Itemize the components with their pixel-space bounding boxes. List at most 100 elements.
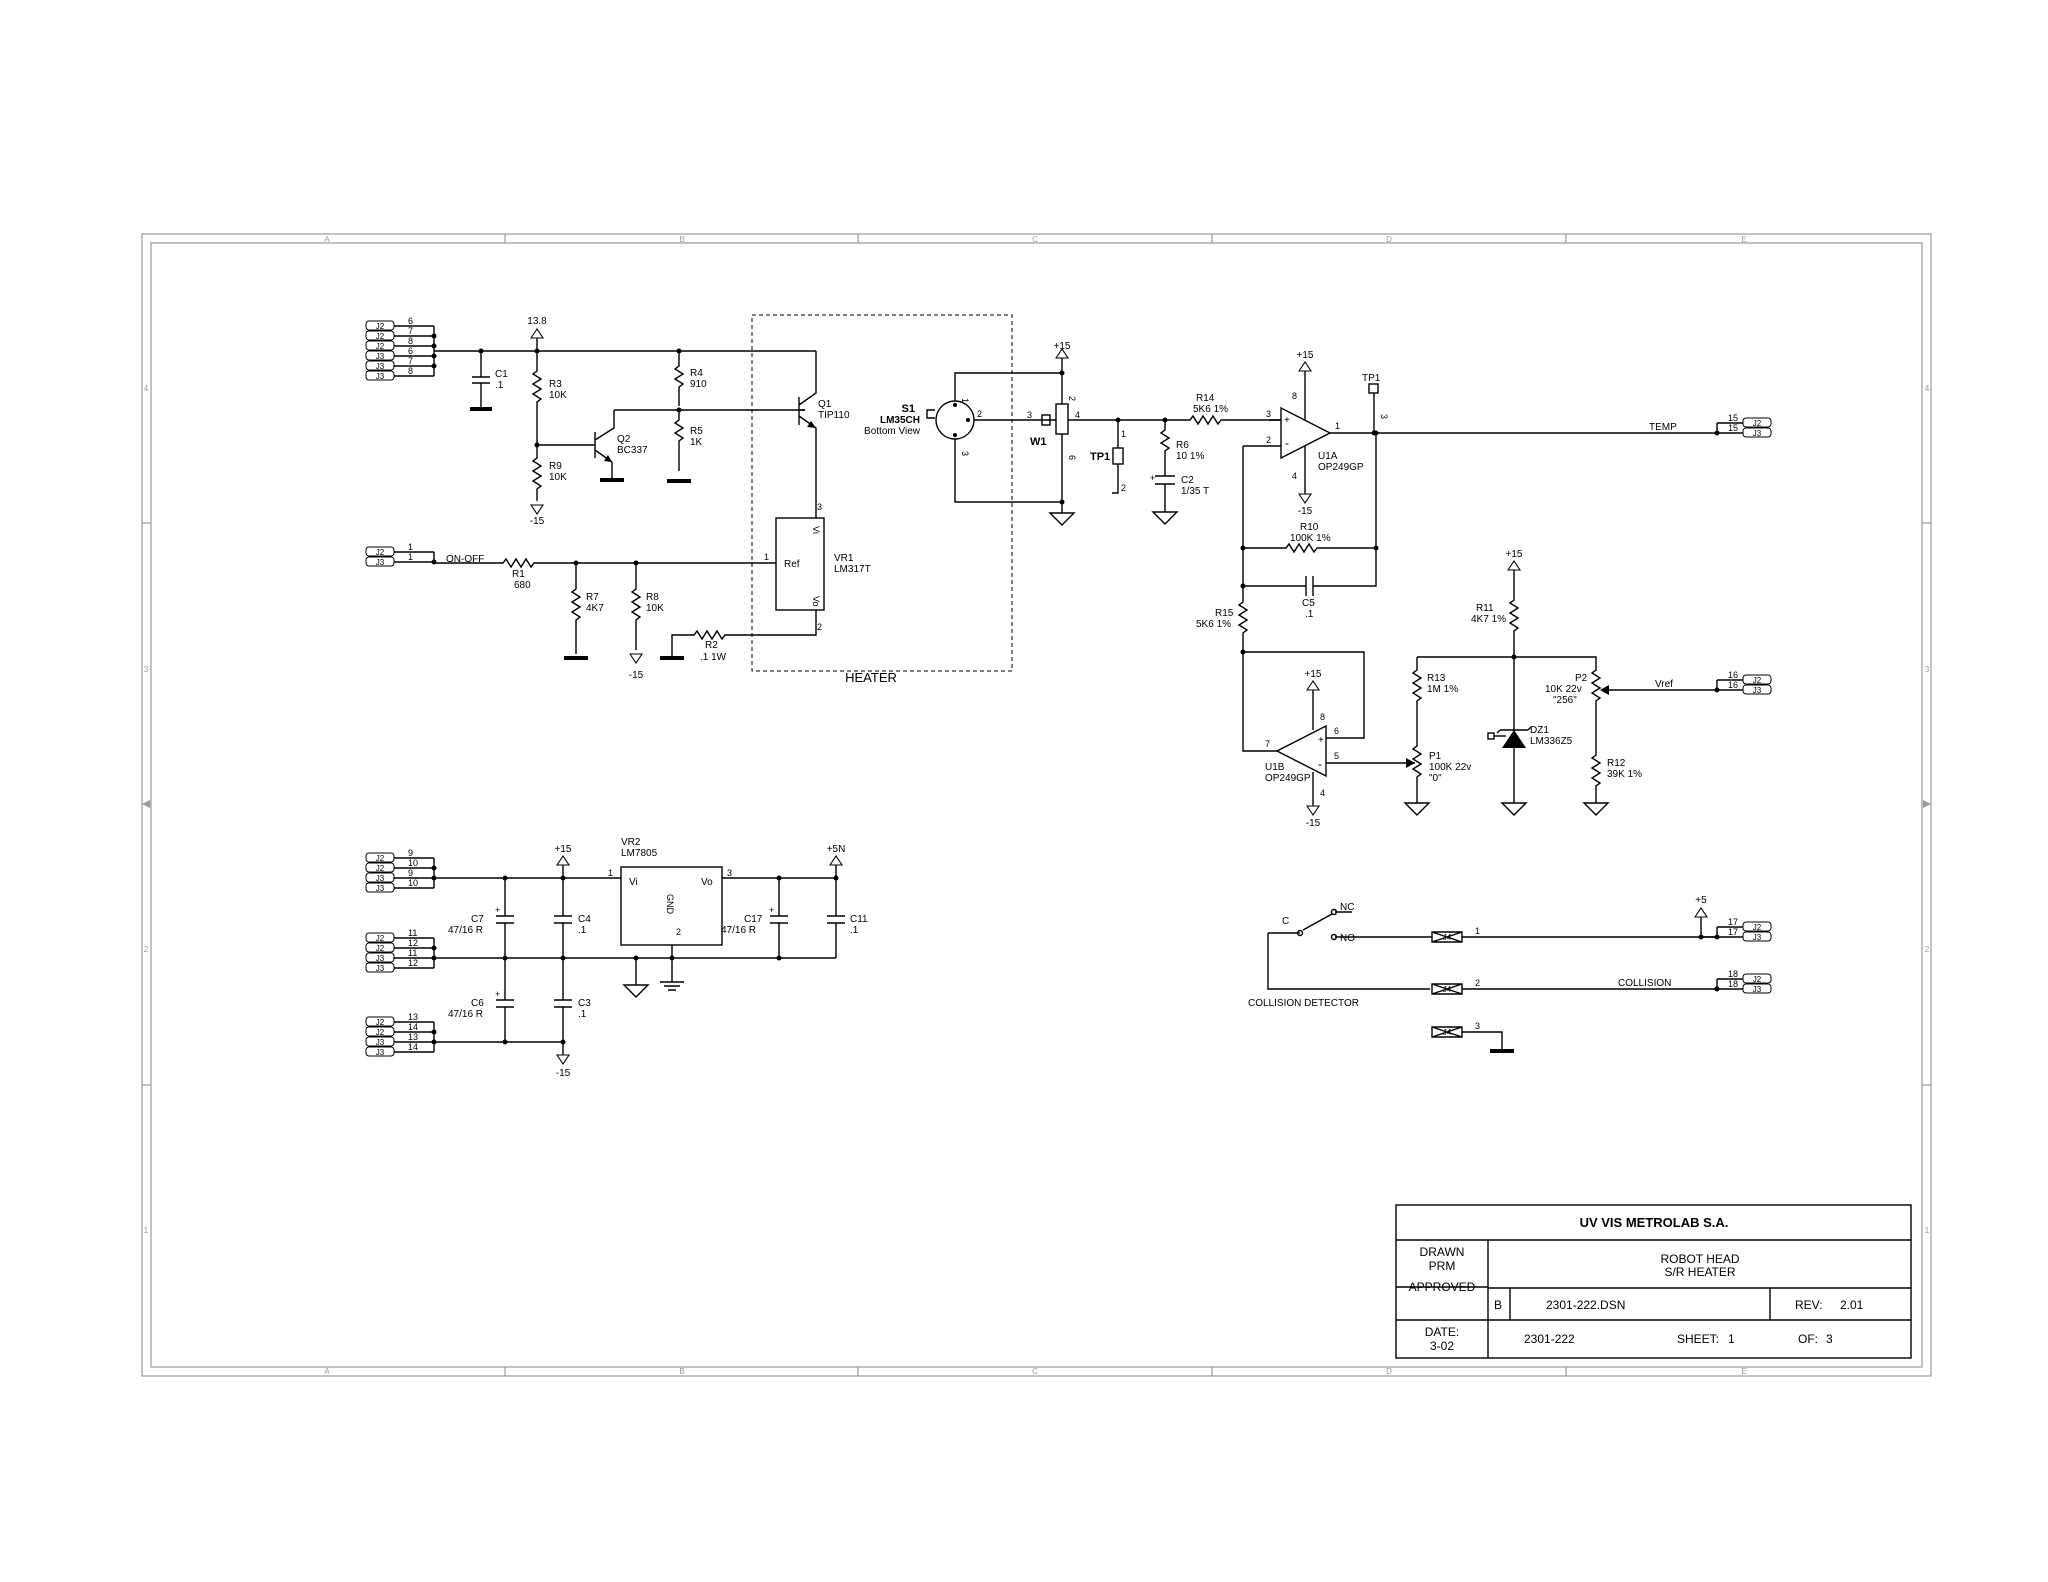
svg-text:2: 2 [817, 622, 822, 632]
potentiometer-p1: P1 100K 22v "0" [1403, 740, 1471, 816]
svg-text:+: + [1284, 415, 1290, 426]
svg-text:18: 18 [1728, 969, 1738, 979]
svg-text:6: 6 [1067, 455, 1077, 460]
grid-row-2-right: 2 [1925, 945, 1930, 954]
svg-text:2: 2 [1266, 435, 1271, 445]
svg-text:.1: .1 [578, 925, 587, 936]
svg-text:VR2: VR2 [621, 837, 641, 848]
svg-text:8: 8 [1292, 391, 1297, 401]
svg-text:C5: C5 [1302, 598, 1315, 609]
svg-text:17: 17 [1728, 927, 1738, 937]
svg-text:10: 10 [408, 858, 418, 868]
svg-text:8: 8 [1320, 712, 1325, 722]
svg-text:W1: W1 [1030, 436, 1047, 448]
drawn-value: PRM [1429, 1259, 1456, 1273]
grid-col-d-top: D [1386, 235, 1392, 244]
file-name: 2301-222.DSN [1546, 1298, 1625, 1312]
svg-text:J3: J3 [376, 1048, 385, 1057]
svg-text:3: 3 [817, 502, 822, 512]
svg-text:13: 13 [408, 1012, 418, 1022]
svg-text:C11: C11 [850, 914, 868, 925]
svg-text:100K 22v: 100K 22v [1429, 762, 1471, 773]
resistor-r3: R3 10K [531, 351, 567, 416]
svg-text:Q2: Q2 [617, 434, 631, 445]
svg-text:J2: J2 [1753, 419, 1762, 428]
opamp-u1b: +- 657 84 +15 -15 U1B OP249GP [1242, 651, 1415, 829]
rail-arrow-p15-icon [1506, 560, 1522, 571]
svg-text:U1B: U1B [1265, 762, 1285, 773]
svg-text:J4: J4 [1443, 985, 1452, 994]
svg-text:R10: R10 [1300, 522, 1319, 533]
svg-text:10 1%: 10 1% [1176, 451, 1204, 462]
rail-arrow-p15-icon [1054, 348, 1070, 359]
svg-text:+: + [495, 989, 500, 999]
svg-text:47/16 R: 47/16 R [448, 1009, 483, 1020]
svg-text:J2: J2 [376, 548, 385, 557]
svg-text:R15: R15 [1215, 608, 1234, 619]
svg-text:4: 4 [1320, 788, 1325, 798]
grid-col-a-bottom: A [324, 1367, 330, 1376]
svg-text:J3: J3 [376, 362, 385, 371]
svg-text:R8: R8 [646, 592, 659, 603]
svg-text:TP1: TP1 [1090, 451, 1110, 463]
rail-13v8: 13.8 [434, 316, 809, 354]
grid-row-3-right: 3 [1925, 665, 1930, 674]
svg-text:100K 1%: 100K 1% [1290, 533, 1331, 544]
svg-text:47/16 R: 47/16 R [721, 925, 756, 936]
svg-text:16: 16 [1728, 680, 1738, 690]
svg-text:3: 3 [1027, 410, 1032, 420]
grid-col-e-top: E [1741, 235, 1746, 244]
svg-text:10K: 10K [549, 390, 567, 401]
company-name: UV VIS METROLAB S.A. [1580, 1215, 1729, 1230]
svg-text:.1: .1 [850, 925, 859, 936]
svg-text:R14: R14 [1196, 393, 1215, 404]
svg-text:J4: J4 [1443, 1028, 1452, 1037]
svg-text:1: 1 [764, 552, 769, 562]
transistor-q1: Q1 TIP110 [798, 350, 850, 518]
svg-text:J3: J3 [376, 954, 385, 963]
svg-text:OP249GP: OP249GP [1265, 773, 1311, 784]
svg-text:TIP110: TIP110 [818, 410, 850, 421]
svg-text:1: 1 [408, 552, 413, 562]
svg-text:J3: J3 [376, 352, 385, 361]
vref-net-label: Vref [1655, 679, 1673, 690]
approved-label: APPROVED [1409, 1280, 1476, 1294]
svg-text:5K6 1%: 5K6 1% [1193, 404, 1228, 415]
svg-text:C6: C6 [471, 998, 484, 1009]
svg-text:15: 15 [1728, 413, 1738, 423]
svg-text:R13: R13 [1427, 673, 1446, 684]
grid-row-1-right: 1 [1925, 1226, 1930, 1235]
svg-text:P2: P2 [1575, 673, 1588, 684]
svg-text:47/16 R: 47/16 R [448, 925, 483, 936]
svg-text:J2: J2 [376, 854, 385, 863]
resistor-r2: R2 .1 1W [660, 610, 817, 663]
collision-detector-label: COLLISION DETECTOR [1248, 998, 1359, 1009]
svg-text:VR1: VR1 [834, 553, 854, 564]
drawing-title-line1: ROBOT HEAD [1660, 1252, 1739, 1266]
svg-text:U1A: U1A [1318, 451, 1338, 462]
capacitor-c4: C4 .1 [554, 878, 591, 958]
grid-col-d-bottom: D [1386, 1367, 1392, 1376]
rail-arrow-m15-icon [1305, 805, 1321, 816]
svg-text:R1: R1 [512, 569, 525, 580]
svg-text:+15: +15 [1054, 341, 1071, 352]
sheet-size: B [1494, 1298, 1502, 1312]
svg-text:J2: J2 [376, 944, 385, 953]
svg-text:10K: 10K [646, 603, 664, 614]
regulator-vr1: Ref Vi Vo 3 2 1 VR1 LM317T [764, 502, 871, 632]
svg-text:+15: +15 [555, 844, 572, 855]
rail-arrow-m15-icon [529, 504, 545, 515]
svg-text:J2: J2 [376, 332, 385, 341]
svg-text:-15: -15 [629, 670, 644, 681]
svg-text:6: 6 [408, 346, 413, 356]
svg-text:2: 2 [1475, 978, 1480, 988]
rail-arrow-m15-icon [628, 653, 644, 664]
svg-text:LM317T: LM317T [834, 564, 871, 575]
svg-text:8: 8 [408, 366, 413, 376]
rail-13v8-label: 13.8 [527, 316, 547, 327]
svg-text:12: 12 [408, 938, 418, 948]
svg-text:R7: R7 [586, 592, 599, 603]
